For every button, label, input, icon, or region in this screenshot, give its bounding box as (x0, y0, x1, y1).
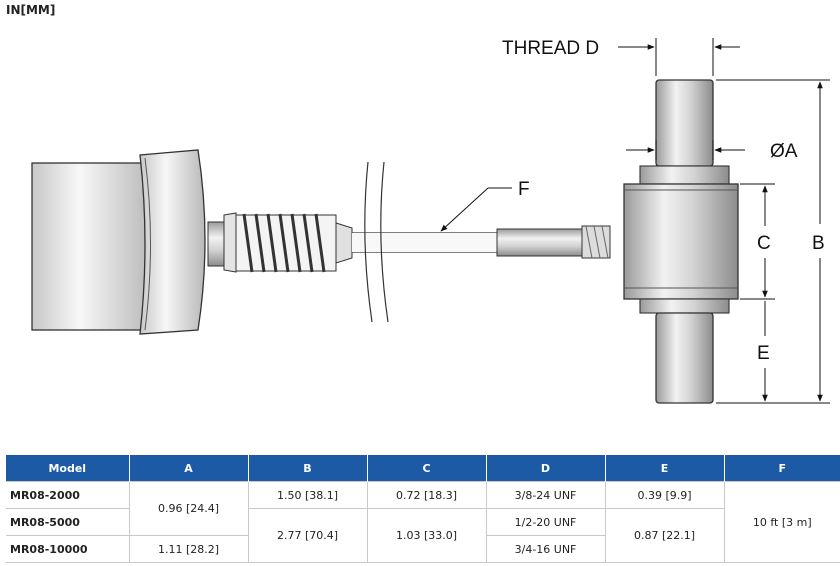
spec-table: Model A B C D E F MR08-2000 0.96 [24.4] … (6, 455, 840, 563)
f-label: F (518, 179, 530, 200)
c-cell: 0.72 [18.3] (366, 481, 487, 509)
a-cell: 0.96 [24.4] (128, 481, 249, 536)
table-row: MR08-10000 1.11 [28.2] 3/4-16 UNF (6, 535, 840, 563)
table-header-row: Model A B C D E F (6, 455, 840, 482)
header-model: Model (6, 455, 130, 482)
table-row: MR08-5000 2.77 [70.4] 1.03 [33.0] 1/2-20… (6, 508, 840, 563)
model-cell: MR08-2000 (6, 481, 130, 509)
header-f: F (724, 455, 840, 482)
header-a: A (129, 455, 249, 482)
c-label: C (757, 233, 771, 254)
c-cell: 1.03 [33.0] (366, 508, 487, 563)
b-cell: 1.50 [38.1] (247, 481, 368, 509)
e-cell: 0.87 [22.1] (604, 508, 725, 563)
f-cell: 10 ft [3 m] (723, 481, 840, 563)
dimension-f: F (440, 179, 530, 232)
header-d: D (486, 455, 606, 482)
header-b: B (248, 455, 368, 482)
dimension-e: E (757, 301, 770, 402)
model-cell: MR08-10000 (6, 535, 130, 563)
model-cell: MR08-5000 (6, 508, 130, 536)
cable (352, 225, 611, 259)
header-c: C (367, 455, 487, 482)
strain-relief-spring (207, 212, 353, 273)
connector-housing (31, 149, 206, 335)
cable-break-lines (364, 161, 389, 323)
dimension-c: C (740, 183, 775, 300)
dimension-thread-d: THREAD D (502, 38, 740, 76)
header-e: E (605, 455, 725, 482)
a-cell: 1.11 [28.2] (128, 535, 249, 563)
b-cell: 2.77 [70.4] (247, 508, 368, 563)
d-cell: 1/2-20 UNF (485, 508, 606, 536)
dia-a-label: ØA (770, 141, 798, 162)
e-label: E (757, 343, 770, 364)
load-cell-body (623, 79, 739, 404)
d-cell: 3/4-16 UNF (485, 535, 606, 563)
thread-d-label: THREAD D (502, 38, 599, 59)
e-cell: 0.39 [9.9] (604, 481, 725, 509)
units-label: IN[MM] (6, 3, 56, 17)
b-label: B (812, 233, 825, 254)
load-cell-drawing: THREAD D ØA B C E F (31, 38, 830, 404)
d-cell: 3/8-24 UNF (485, 481, 606, 509)
dimension-dia-a: ØA (626, 140, 798, 162)
table-row: MR08-2000 0.96 [24.4] 1.50 [38.1] 0.72 [… (6, 481, 840, 563)
dimension-b: B (716, 79, 830, 404)
